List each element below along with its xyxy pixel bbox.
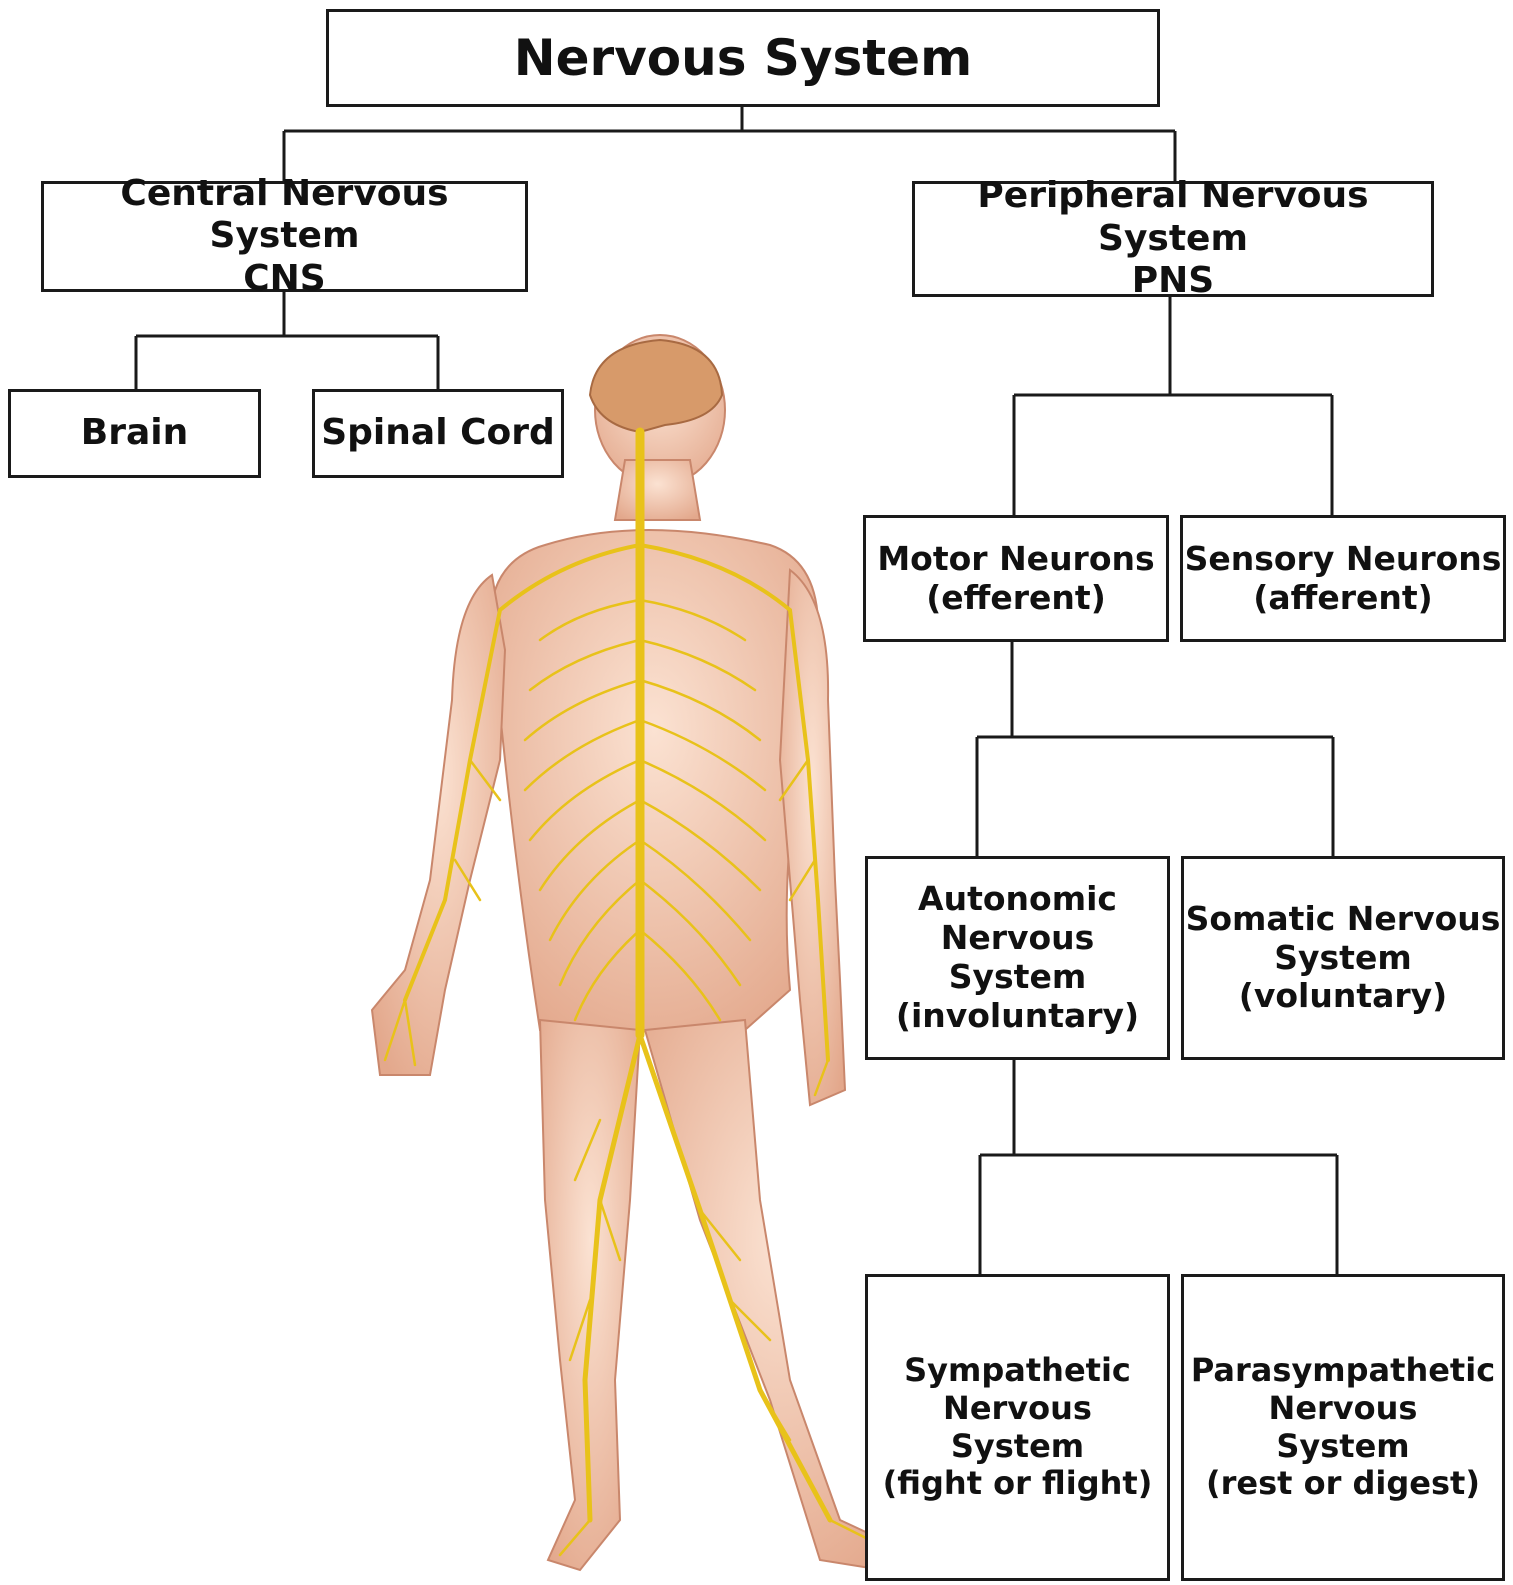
- sympathetic-line1: Sympathetic: [904, 1352, 1131, 1390]
- somatic-line3: (voluntary): [1239, 977, 1447, 1016]
- sympathetic-line2: Nervous: [943, 1390, 1092, 1428]
- motor-neurons-node: Motor Neurons (efferent): [863, 515, 1169, 642]
- sensory-neurons-node: Sensory Neurons (afferent): [1180, 515, 1506, 642]
- pns-node: Peripheral Nervous System PNS: [912, 181, 1434, 297]
- brain-node: Brain: [8, 389, 261, 478]
- parasympathetic-line1: Parasympathetic: [1191, 1352, 1495, 1390]
- root-node: Nervous System: [326, 9, 1160, 107]
- cns-node: Central Nervous System CNS: [41, 181, 528, 292]
- motor-line1: Motor Neurons: [877, 540, 1154, 579]
- autonomic-line2: Nervous System: [868, 919, 1167, 997]
- sympathetic-line4: (fight or flight): [883, 1465, 1153, 1503]
- root-label: Nervous System: [514, 29, 972, 88]
- sensory-line1: Sensory Neurons: [1185, 540, 1502, 579]
- sensory-line2: (afferent): [1253, 579, 1432, 618]
- parasympathetic-line4: (rest or digest): [1206, 1465, 1480, 1503]
- sympathetic-line3: System: [951, 1428, 1084, 1466]
- parasympathetic-line3: System: [1276, 1428, 1409, 1466]
- sympathetic-node: Sympathetic Nervous System (fight or fli…: [865, 1274, 1170, 1581]
- somatic-line1: Somatic Nervous: [1186, 900, 1501, 939]
- cns-line1: Central Nervous System: [44, 173, 525, 258]
- autonomic-line1: Autonomic: [918, 880, 1117, 919]
- somatic-line2: System: [1274, 939, 1411, 978]
- autonomic-line3: (involuntary): [896, 997, 1139, 1036]
- pns-line1: Peripheral Nervous System: [915, 175, 1431, 260]
- parasympathetic-line2: Nervous: [1269, 1390, 1418, 1428]
- somatic-node: Somatic Nervous System (voluntary): [1181, 856, 1505, 1060]
- spinal-cord-node: Spinal Cord: [312, 389, 564, 478]
- parasympathetic-node: Parasympathetic Nervous System (rest or …: [1181, 1274, 1505, 1581]
- autonomic-node: Autonomic Nervous System (involuntary): [865, 856, 1170, 1060]
- brain-label: Brain: [81, 412, 188, 454]
- motor-line2: (efferent): [926, 579, 1106, 618]
- cns-line2: CNS: [243, 258, 325, 300]
- spinal-cord-label: Spinal Cord: [321, 412, 555, 454]
- pns-line2: PNS: [1132, 260, 1214, 302]
